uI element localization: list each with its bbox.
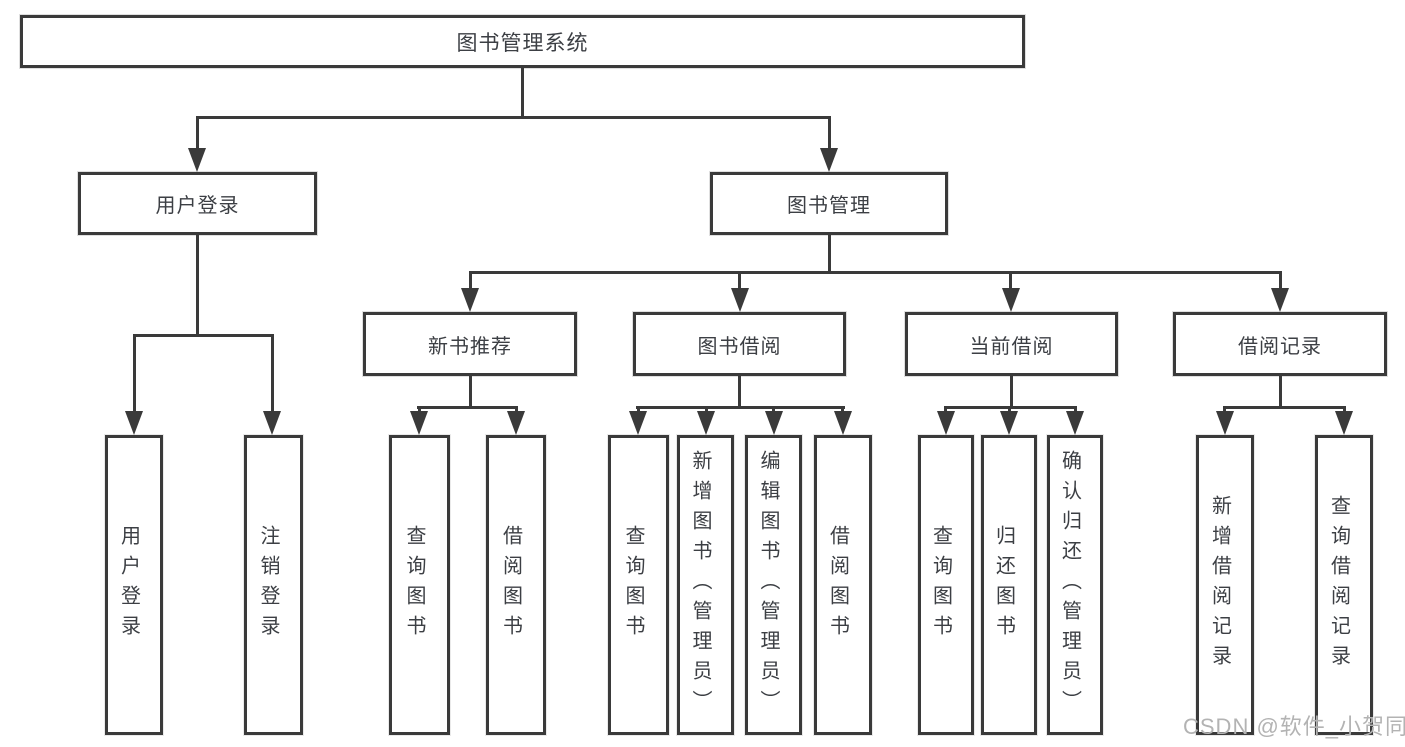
node-book-borrow: 图书借阅 — [633, 312, 846, 376]
leaf-logout-label: 注销登录 — [257, 525, 279, 645]
leaf-bb-add-books-admin: 新增图书（管理员） — [677, 435, 734, 735]
node-current-borrow: 当前借阅 — [905, 312, 1118, 376]
connector-book-borrow-rail — [636, 406, 845, 409]
arrowhead-br-add — [1216, 411, 1234, 435]
leaf-user-login: 用户登录 — [105, 435, 163, 735]
connector-drop-borrow-records — [1279, 271, 1282, 290]
leaf-nb-query-books: 查询图书 — [389, 435, 450, 735]
arrowhead-book-management — [820, 148, 838, 172]
arrowhead-book-borrow — [731, 288, 749, 312]
arrowhead-br-query — [1335, 411, 1353, 435]
leaf-user-login-label: 用户登录 — [117, 525, 140, 645]
connector-drop-login-leaf — [133, 334, 136, 413]
node-library-system: 图书管理系统 — [20, 15, 1025, 68]
leaf-br-add-record-label: 新增借阅记录 — [1208, 495, 1231, 675]
arrowhead-user-login — [188, 148, 206, 172]
node-book-management: 图书管理 — [710, 172, 948, 235]
arrowhead-cb-confirm — [1066, 411, 1084, 435]
leaf-cb-return-books-label: 归还图书 — [992, 525, 1015, 645]
node-new-book-recommend: 新书推荐 — [363, 312, 577, 376]
connector-drop-logout-leaf — [271, 334, 274, 413]
csdn-watermark: CSDN @软件_小贺同学 — [1183, 714, 1405, 739]
connector-drop-user-login — [196, 116, 199, 150]
connector-user-login-stem — [196, 235, 199, 336]
leaf-bb-query-books-label: 查询图书 — [622, 525, 644, 645]
arrowhead-current-borrow — [1002, 288, 1020, 312]
connector-drop-bb-query — [637, 406, 640, 413]
connector-borrow-records-stem — [1279, 376, 1282, 408]
arrowhead-bb-edit — [765, 411, 783, 435]
arrowhead-bb-query — [629, 411, 647, 435]
leaf-bb-add-books-admin-label: 新增图书（管理员） — [689, 450, 711, 720]
connector-drop-book-management — [828, 116, 831, 150]
connector-drop-nb-borrow — [515, 406, 518, 413]
connector-drop-cb-confirm — [1074, 406, 1077, 413]
connector-drop-cb-query — [944, 406, 947, 413]
connector-current-borrow-stem — [1010, 376, 1013, 408]
connector-borrow-records-rail — [1223, 406, 1346, 409]
leaf-cb-confirm-return-admin: 确认归还（管理员） — [1047, 435, 1103, 735]
leaf-bb-edit-books-admin-label: 编辑图书（管理员） — [757, 450, 779, 720]
arrowhead-nb-query — [410, 411, 428, 435]
leaf-cb-query-books: 查询图书 — [918, 435, 974, 735]
leaf-cb-query-books-label: 查询图书 — [929, 525, 952, 645]
connector-drop-bb-add — [705, 406, 708, 413]
arrowhead-cb-return — [1000, 411, 1018, 435]
arrowhead-nb-borrow — [507, 411, 525, 435]
arrowhead-new-book — [461, 288, 479, 312]
connector-book-management-stem — [828, 235, 831, 274]
connector-drop-book-borrow — [738, 271, 741, 290]
leaf-br-query-record: 查询借阅记录 — [1315, 435, 1373, 735]
connector-level3-rail — [469, 271, 1282, 274]
leaf-nb-borrow-books: 借阅图书 — [486, 435, 546, 735]
leaf-nb-query-books-label: 查询图书 — [403, 525, 425, 645]
leaf-cb-confirm-return-admin-label: 确认归还（管理员） — [1058, 450, 1081, 720]
connector-book-borrow-stem — [738, 376, 741, 408]
leaf-br-add-record: 新增借阅记录 — [1196, 435, 1254, 735]
connector-root-stem — [521, 68, 524, 118]
leaf-bb-query-books: 查询图书 — [608, 435, 669, 735]
arrowhead-bb-borrow — [834, 411, 852, 435]
node-user-login: 用户登录 — [78, 172, 317, 235]
connector-new-book-stem — [469, 376, 472, 408]
connector-drop-bb-edit — [772, 406, 775, 413]
node-borrow-records: 借阅记录 — [1173, 312, 1387, 376]
arrowhead-logout-leaf — [263, 411, 281, 435]
connector-user-login-rail — [133, 334, 274, 337]
leaf-br-query-record-label: 查询借阅记录 — [1327, 495, 1350, 675]
leaf-bb-edit-books-admin: 编辑图书（管理员） — [745, 435, 802, 735]
connector-drop-current-borrow — [1009, 271, 1012, 290]
leaf-logout: 注销登录 — [244, 435, 303, 735]
connector-drop-br-query — [1343, 406, 1346, 413]
connector-drop-br-add — [1223, 406, 1226, 413]
connector-new-book-rail — [417, 406, 518, 409]
arrowhead-bb-add — [697, 411, 715, 435]
connector-level1-rail — [196, 116, 831, 119]
arrowhead-borrow-records — [1271, 288, 1289, 312]
connector-drop-nb-query — [418, 406, 421, 413]
connector-drop-cb-return — [1008, 406, 1011, 413]
arrowhead-login-leaf — [125, 411, 143, 435]
leaf-cb-return-books: 归还图书 — [981, 435, 1037, 735]
leaf-bb-borrow-books: 借阅图书 — [814, 435, 872, 735]
leaf-bb-borrow-books-label: 借阅图书 — [826, 525, 849, 645]
connector-drop-new-book — [469, 271, 472, 290]
leaf-nb-borrow-books-label: 借阅图书 — [499, 525, 522, 645]
connector-drop-bb-borrow — [841, 406, 844, 413]
arrowhead-cb-query — [937, 411, 955, 435]
